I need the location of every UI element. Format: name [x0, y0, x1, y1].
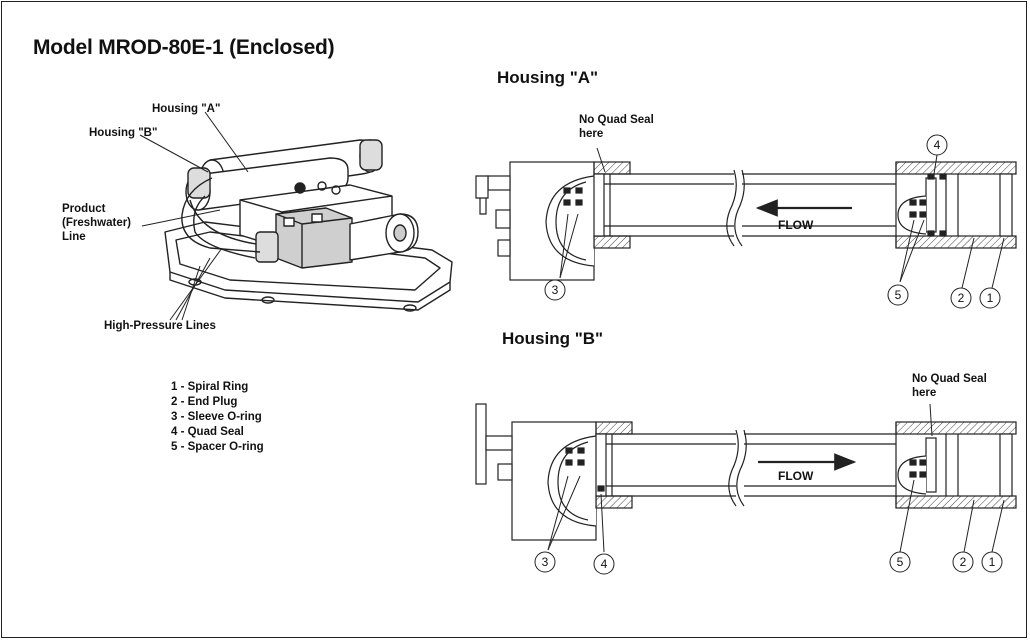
label-high-pressure-lines: High-Pressure Lines	[104, 320, 216, 332]
housing-b-heading: Housing "B"	[502, 329, 604, 348]
callout-4	[593, 553, 615, 575]
legend-item: 3 - Sleeve O-ring	[171, 411, 262, 423]
callout-4	[926, 134, 948, 156]
housing-a-note: No Quad Seal here	[579, 113, 654, 141]
legend-item: 5 - Spacer O-ring	[171, 441, 264, 453]
callout-1	[981, 551, 1003, 573]
callout-label: 1	[989, 555, 996, 569]
callout-3	[534, 551, 556, 573]
callout-2	[950, 287, 972, 309]
housing-a-callouts	[544, 134, 1001, 309]
housing-b-note: No Quad Seal here	[912, 372, 987, 400]
callout-label: 1	[987, 291, 994, 305]
housing-b-section	[475, 403, 1017, 553]
callout-label: 5	[895, 288, 902, 302]
callout-label: 5	[897, 555, 904, 569]
callout-label: 3	[542, 555, 549, 569]
legend-item: 2 - End Plug	[171, 396, 238, 408]
housing-a-heading: Housing "A"	[497, 68, 599, 87]
housing-b-note-line-1: No Quad Seal	[912, 373, 987, 385]
callout-label: 2	[958, 291, 965, 305]
callout-label: 4	[934, 138, 941, 152]
legend-item: 4 - Quad Seal	[171, 426, 244, 438]
callout-2	[952, 551, 974, 573]
legend-item: 1 - Spiral Ring	[171, 381, 249, 393]
housing-a-note-line-1: No Quad Seal	[579, 114, 654, 126]
page-title: Model MROD-80E-1 (Enclosed)	[33, 36, 335, 59]
housing-a-section	[475, 147, 1017, 289]
callout-3	[544, 279, 566, 301]
housing-a-note-line-2: here	[579, 128, 604, 140]
callout-5	[887, 284, 909, 306]
callout-label: 3	[552, 283, 559, 297]
callout-label: 2	[960, 555, 967, 569]
label-product-line-3: Line	[62, 231, 86, 243]
flow-label-a: FLOW	[778, 218, 814, 232]
flow-label-b: FLOW	[778, 469, 814, 483]
callout-5	[889, 551, 911, 573]
housing-b-note-line-2: here	[912, 387, 937, 399]
parts-legend: 1 - Spiral Ring 2 - End Plug 3 - Sleeve …	[171, 380, 264, 455]
label-housing-b: Housing "B"	[89, 127, 158, 139]
callout-1	[979, 287, 1001, 309]
label-product-line: Product (Freshwater) Line	[62, 202, 131, 244]
label-product-line-1: Product	[62, 203, 106, 215]
callout-label: 4	[601, 557, 608, 571]
housing-b-callouts	[534, 551, 1003, 575]
label-product-line-2: (Freshwater)	[62, 217, 132, 229]
label-housing-a: Housing "A"	[152, 103, 221, 115]
